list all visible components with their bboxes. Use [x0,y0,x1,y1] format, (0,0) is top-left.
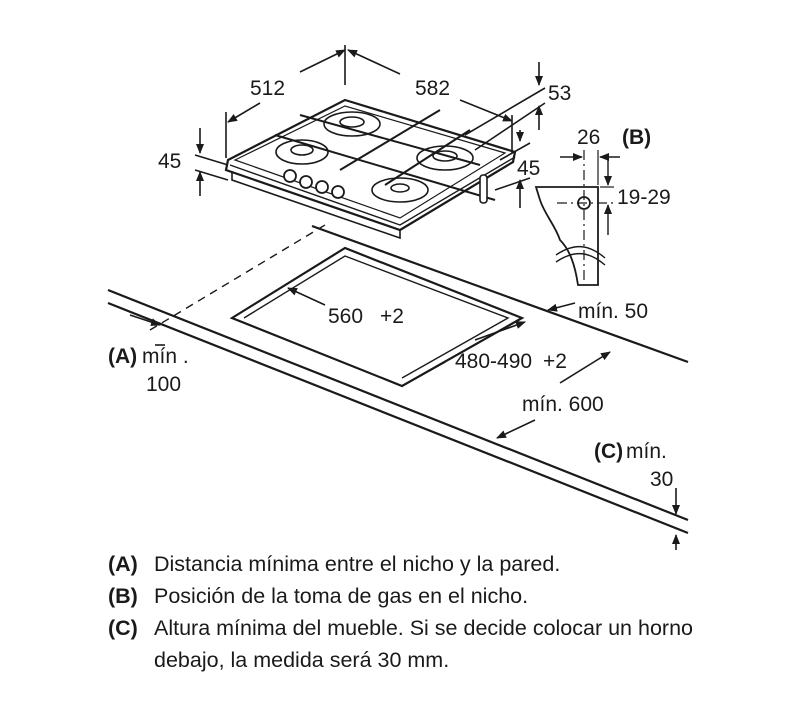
dim-gas-vertical: 19-29 [617,186,671,209]
dim-min-a-label: mín . [142,345,189,368]
dim-cutout-width: 560 [328,305,363,328]
dim-hob-height-left: 45 [158,150,181,173]
gas-inlet-detail [534,150,620,286]
legend-text: Posición de la toma de gas en el nicho. [154,584,529,608]
dimension-lines [129,45,680,550]
marker-c: (C) [594,440,623,463]
legend-key: (A) [108,552,138,576]
dim-cutout-depth: 480-490 [455,350,532,373]
legend-item-c: (C) Altura mínima del mueble. Si se deci… [108,612,694,676]
gas-hob [224,98,517,240]
dim-gas-horizontal: 26 [577,126,600,149]
gas-connector [479,174,488,204]
dim-min-c-label: mín. [626,440,667,463]
dim-cutout-width-tol: +2 [380,305,404,328]
guide-line [149,221,331,331]
legend-key: (C) [108,616,138,640]
legend-item-a: (A) Distancia mínima entre el nicho y la… [108,548,694,580]
legend: (A) Distancia mínima entre el nicho y la… [108,548,694,676]
pan-supports [274,109,496,201]
control-knobs [283,169,345,199]
cutout [229,246,525,388]
dim-cutout-depth-tol: +2 [543,350,567,373]
dim-min-depth: mín. 600 [522,393,604,416]
dim-hob-depth: 512 [250,77,285,100]
dim-hob-height-right: 45 [517,157,540,180]
countertop [107,224,689,535]
dim-min-front: mín. 50 [578,300,648,323]
legend-item-b: (B) Posición de la toma de gas en el nic… [108,580,694,612]
legend-key: (B) [108,584,138,608]
dim-min-a-value: 100 [146,373,181,396]
marker-b: (B) [622,126,651,149]
dim-min-c-value: 30 [650,468,673,491]
legend-text: Distancia mínima entre el nicho y la par… [154,552,561,576]
legend-text: Altura mínima del mueble. Si se decide c… [154,616,693,672]
dim-hob-top-offset: 53 [548,82,571,105]
marker-a: (A) [108,345,137,368]
dim-hob-width: 582 [415,77,450,100]
